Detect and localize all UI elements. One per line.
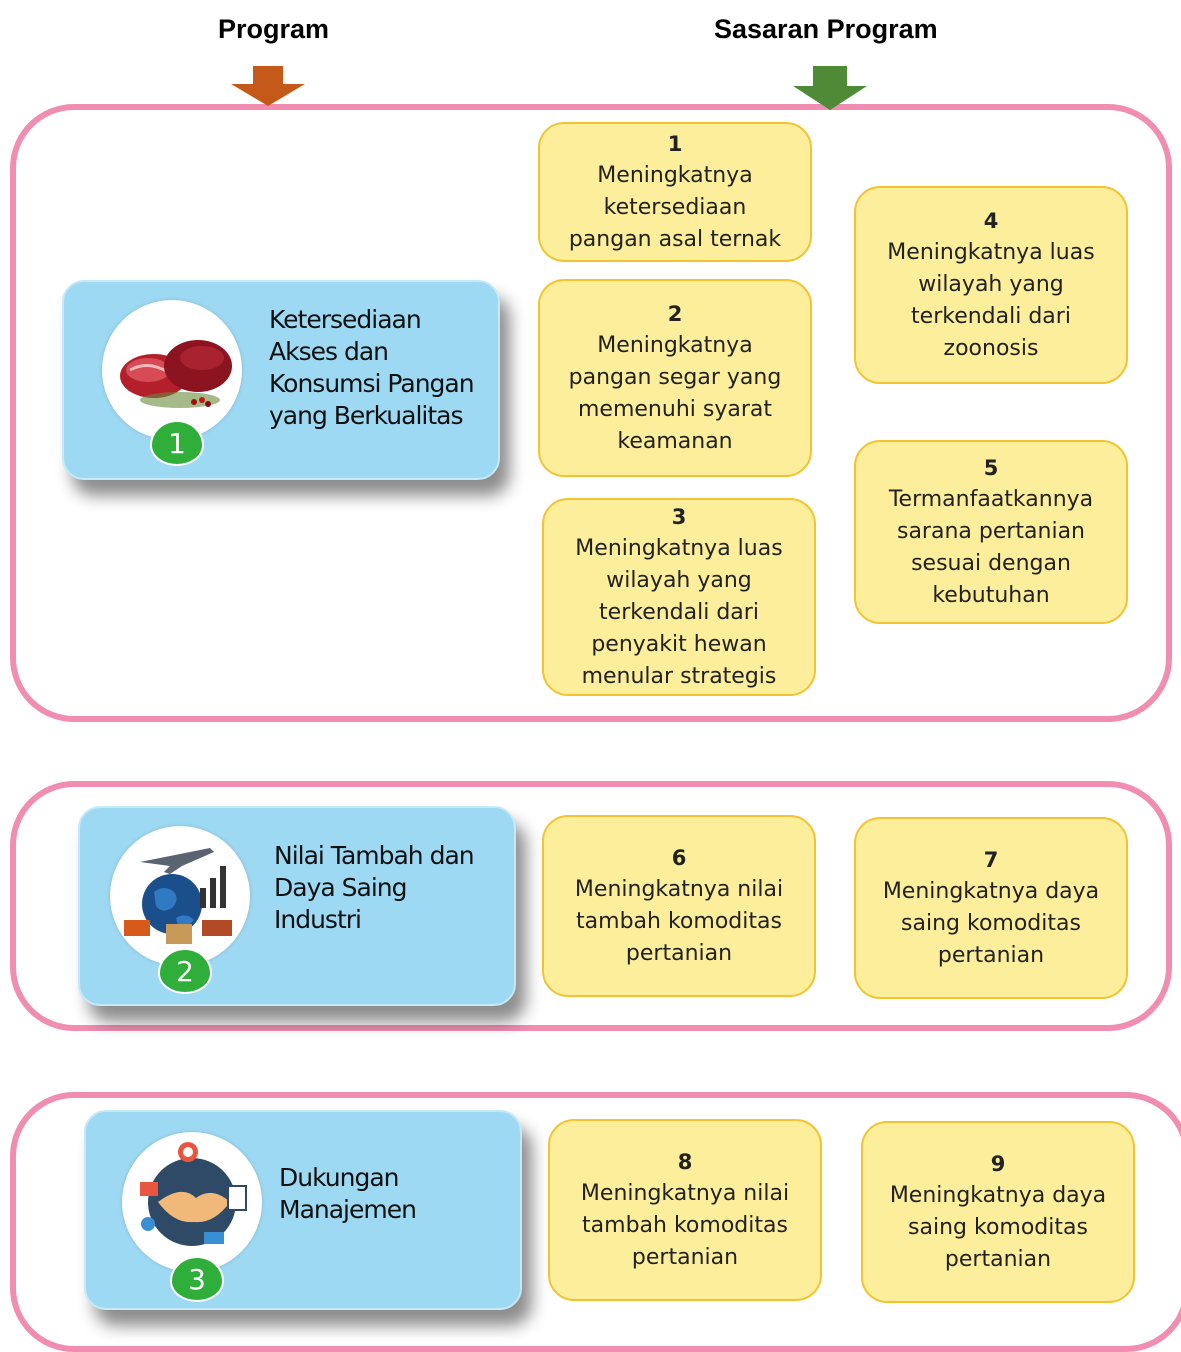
program-number-badge: 3 <box>170 1256 224 1302</box>
handshake-icon <box>122 1132 262 1272</box>
target-box-4: 4 Meningkatnya luas wilayah yang terkend… <box>854 186 1128 384</box>
target-number: 9 <box>990 1152 1006 1176</box>
target-text: Meningkatnya luas wilayah yang terkendal… <box>887 240 1095 361</box>
target-text: Meningkatnya nilai tambah komoditas pert… <box>574 877 784 966</box>
target-box-6: 6 Meningkatnya nilai tambah komoditas pe… <box>542 815 816 997</box>
program-title: Ketersediaan Akses dan Konsumsi Pangan y… <box>269 305 475 430</box>
sasaran-arrow-icon <box>793 66 867 110</box>
global-trade-icon <box>110 826 250 966</box>
program-title: Nilai Tambah dan Daya Saing Industri <box>274 841 475 934</box>
target-text: Meningkatnya luas wilayah yang terkendal… <box>575 536 783 689</box>
target-text: Meningkatnya daya saing komoditas pertan… <box>882 879 1100 968</box>
target-text: Meningkatnya nilai tambah komoditas pert… <box>580 1181 790 1270</box>
target-number: 5 <box>983 456 999 480</box>
target-box-5: 5 Termanfaatkannya sarana pertanian sesu… <box>854 440 1128 624</box>
target-text: Meningkatnya daya saing komoditas pertan… <box>889 1183 1107 1272</box>
program-card-2: 2 Nilai Tambah dan Daya Saing Industri <box>78 806 516 1006</box>
target-box-1: 1 Meningkatnya ketersediaan pangan asal … <box>538 122 812 262</box>
target-number: 3 <box>671 505 687 529</box>
target-number: 4 <box>983 209 999 233</box>
target-box-3: 3 Meningkatnya luas wilayah yang terkend… <box>542 498 816 696</box>
target-box-8: 8 Meningkatnya nilai tambah komoditas pe… <box>548 1119 822 1301</box>
target-number: 2 <box>667 302 683 326</box>
program-header: Program <box>218 14 330 44</box>
target-box-2: 2 Meningkatnya pangan segar yang memenuh… <box>538 279 812 477</box>
program-card-1: 1 Ketersediaan Akses dan Konsumsi Pangan… <box>62 280 500 480</box>
program-title: Dukungan Manajemen <box>279 1163 417 1224</box>
target-text: Meningkatnya ketersediaan pangan asal te… <box>568 163 782 252</box>
program-card-3: 3 Dukungan Manajemen <box>84 1110 522 1310</box>
target-text: Meningkatnya pangan segar yang memenuhi … <box>568 333 782 454</box>
program-arrow-icon <box>231 66 305 106</box>
target-number: 7 <box>983 848 999 872</box>
target-box-9: 9 Meningkatnya daya saing komoditas pert… <box>861 1121 1135 1303</box>
program-number-badge: 2 <box>158 948 212 994</box>
meat-icon <box>102 300 242 440</box>
target-number: 8 <box>677 1150 693 1174</box>
target-text: Termanfaatkannya sarana pertanian sesuai… <box>888 487 1094 608</box>
target-number: 1 <box>667 132 683 156</box>
program-number-badge: 1 <box>150 420 204 466</box>
target-box-7: 7 Meningkatnya daya saing komoditas pert… <box>854 817 1128 999</box>
target-number: 6 <box>671 846 687 870</box>
sasaran-program-header: Sasaran Program <box>714 14 938 44</box>
